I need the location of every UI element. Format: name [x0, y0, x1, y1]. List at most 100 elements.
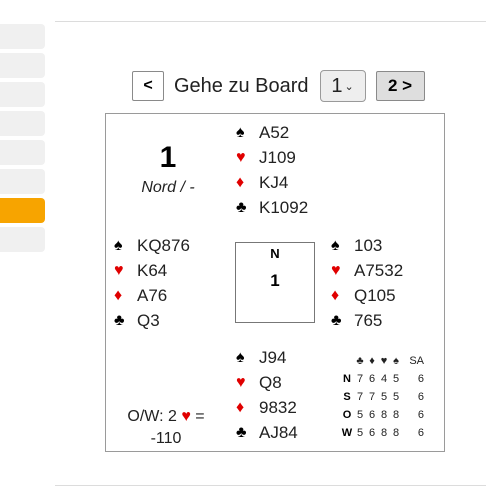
sidebar-tab-active[interactable] — [0, 198, 45, 223]
sidebar — [0, 24, 45, 256]
east-clubs-row: ♣765 — [331, 308, 431, 333]
goto-board-label: Gehe zu Board — [174, 74, 309, 97]
tricks-cell: 6 — [368, 427, 376, 439]
south-spades-row: ♠ J94 — [236, 345, 336, 370]
board-navigation: < Gehe zu Board 1 ⌄ 2 > — [132, 70, 425, 102]
prev-board-button[interactable]: < — [132, 71, 164, 101]
tricks-header-blank — [340, 352, 354, 370]
club-icon: ♣ — [236, 423, 247, 441]
board-info: 1 Nord / - — [106, 141, 230, 197]
tricks-cell: 5 — [392, 373, 400, 385]
hand-south: ♠J94 ♥Q8 ♦9832 ♣AJ84 — [236, 345, 336, 445]
sidebar-tab-3[interactable] — [0, 82, 45, 107]
contract-score: -110 — [150, 430, 182, 447]
next-board-button[interactable]: 2 > — [375, 71, 425, 101]
double-dummy-table: ♣ ♦ ♥ ♠ SA N 7 6 4 5 6 S 7 7 5 5 6 — [340, 352, 424, 442]
east-diamonds-row: ♦ Q105 — [331, 283, 431, 308]
contract-line: O/W: 2 ♥ = — [116, 406, 216, 428]
tricks-row-label: O — [342, 409, 352, 421]
board-diagram: 1 Nord / - ♠A52 ♥J109 ♦ KJ4 ♣ K1092 ♠ KQ876… — [105, 113, 445, 452]
club-icon: ♣ — [356, 355, 364, 367]
sidebar-tab-2[interactable] — [0, 53, 45, 78]
tricks-cell: 6 — [417, 373, 424, 385]
tricks-cell: 6 — [417, 427, 424, 439]
heart-icon: ♥ — [181, 408, 191, 425]
tricks-cell: 5 — [380, 391, 388, 403]
north-clubs-row: ♣ K1092 — [236, 195, 336, 220]
tricks-header-sa: SA — [409, 355, 424, 367]
diamond-icon: ♦ — [114, 286, 123, 304]
spade-icon: ♠ — [393, 355, 399, 367]
north-diamonds: KJ4 — [259, 172, 289, 192]
tricks-cell: 8 — [392, 427, 400, 439]
tricks-cell: 7 — [368, 391, 376, 403]
contract-result: O/W: 2 ♥ = -110 — [116, 406, 216, 450]
bottom-divider — [55, 485, 486, 486]
tricks-cell: 5 — [356, 409, 364, 421]
tricks-cell: 6 — [368, 373, 376, 385]
west-diamonds: A76 — [137, 285, 168, 305]
tricks-cell: 6 — [417, 391, 424, 403]
club-icon: ♣ — [236, 198, 247, 216]
tricks-cell: 5 — [356, 427, 364, 439]
north-spades-row: ♠A52 — [236, 120, 336, 145]
east-spades: 103 — [354, 235, 383, 255]
north-diamonds-row: ♦ KJ4 — [236, 170, 336, 195]
diamond-icon: ♦ — [236, 398, 245, 416]
tricks-cell: 5 — [392, 391, 400, 403]
heart-icon: ♥ — [236, 148, 246, 166]
contract-label: O/W: 2 — [127, 408, 177, 425]
compass-direction: N — [270, 246, 280, 261]
table-row: S 7 7 5 5 6 — [340, 388, 424, 406]
west-spades: KQ876 — [137, 235, 190, 255]
west-clubs: Q3 — [137, 310, 160, 330]
diamond-icon: ♦ — [369, 355, 375, 367]
west-hearts: K64 — [137, 260, 168, 280]
spade-icon: ♠ — [331, 236, 340, 254]
club-icon: ♣ — [114, 311, 125, 329]
sidebar-tab-4[interactable] — [0, 111, 45, 136]
south-hearts-row: ♥Q8 — [236, 370, 336, 395]
north-hearts-row: ♥J109 — [236, 145, 336, 170]
heart-icon: ♥ — [380, 355, 388, 367]
diamond-icon: ♦ — [331, 286, 340, 304]
sidebar-tab-5[interactable] — [0, 140, 45, 165]
table-row: N 7 6 4 5 6 — [340, 370, 424, 388]
west-clubs-row: ♣ Q3 — [114, 308, 214, 333]
south-clubs: AJ84 — [259, 422, 298, 442]
west-spades-row: ♠ KQ876 — [114, 233, 214, 258]
west-hearts-row: ♥ K64 — [114, 258, 214, 283]
heart-icon: ♥ — [331, 261, 341, 279]
club-icon: ♣ — [331, 311, 342, 329]
chevron-down-icon: ⌄ — [344, 80, 354, 93]
south-clubs-row: ♣ AJ84 — [236, 420, 336, 445]
heart-icon: ♥ — [114, 261, 124, 279]
sidebar-tab-6[interactable] — [0, 169, 45, 194]
tricks-cell: 8 — [380, 409, 388, 421]
hand-east: ♠103 ♥A7532 ♦Q105 ♣765 — [331, 233, 431, 333]
tricks-row-label: W — [341, 427, 353, 439]
sidebar-tab-1[interactable] — [0, 24, 45, 49]
tricks-cell: 7 — [356, 373, 364, 385]
north-clubs: K1092 — [259, 197, 309, 217]
tricks-cell: 4 — [380, 373, 388, 385]
top-divider — [55, 21, 486, 22]
board-select[interactable]: 1 ⌄ — [319, 70, 366, 102]
tricks-cell: 6 — [417, 409, 424, 421]
tricks-row-label: S — [343, 391, 351, 403]
tricks-row-label: N — [343, 373, 351, 385]
tricks-cell: 7 — [356, 391, 364, 403]
tricks-header-row: ♣ ♦ ♥ ♠ SA — [340, 352, 424, 370]
diamond-icon: ♦ — [236, 173, 245, 191]
board-select-value: 1 — [331, 74, 343, 97]
tricks-cell: 8 — [392, 409, 400, 421]
south-spades: J94 — [259, 347, 287, 367]
table-row: O 5 6 8 8 6 — [340, 406, 424, 424]
board-number: 1 — [159, 141, 177, 174]
east-diamonds: Q105 — [354, 285, 396, 305]
compass-box: N 1 — [235, 242, 315, 323]
sidebar-tab-8[interactable] — [0, 227, 45, 252]
contract-made: = — [195, 408, 205, 425]
spade-icon: ♠ — [114, 236, 123, 254]
spade-icon: ♠ — [236, 348, 245, 366]
